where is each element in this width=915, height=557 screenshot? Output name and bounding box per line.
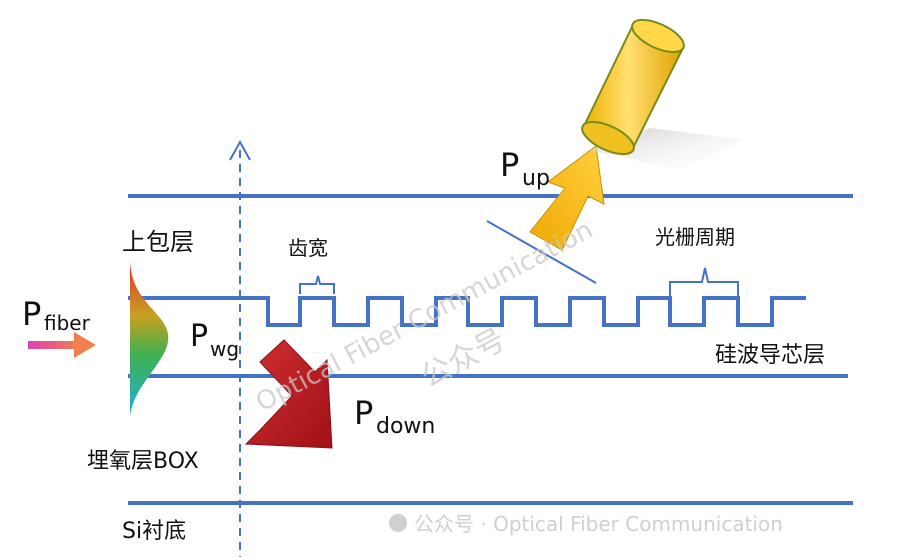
p-down-arrow: [244, 339, 333, 449]
reference-arrowhead: [229, 139, 251, 161]
grating-teeth-profile: [128, 296, 806, 327]
watermark-footer-text: 公众号 · Optical Fiber Communication: [414, 512, 783, 536]
tooth-width-label: 齿宽: [288, 236, 328, 260]
p-wg-label: P wg: [190, 319, 239, 361]
tooth-width-brace: [299, 275, 335, 294]
wechat-icon: [389, 514, 407, 532]
p-down-label: P down: [354, 394, 435, 439]
upper-cladding-label: 上包层: [122, 228, 194, 256]
p-up-main: P: [500, 146, 519, 184]
watermark-subtext: 公众号: [415, 322, 511, 395]
p-wg-main: P: [190, 319, 208, 354]
substrate-label: Si衬底: [122, 519, 186, 544]
grating-period-brace: [669, 267, 739, 296]
p-down-main: P: [354, 394, 373, 432]
p-wg-sub: wg: [210, 337, 239, 361]
p-down-sub: down: [376, 414, 435, 439]
p-fiber-main: P: [22, 295, 41, 333]
fiber-input-arrow-shaft: [28, 341, 80, 349]
watermark-footer: 公众号 · Optical Fiber Communication: [375, 505, 915, 545]
optical-fiber-icon: [581, 18, 685, 156]
fiber-input-arrow-head: [74, 332, 96, 358]
box-layer-label: 埋氧层BOX: [87, 449, 199, 474]
grating-period-label: 光栅周期: [655, 225, 735, 249]
normal-reference-line: [486, 220, 597, 284]
p-up-label: P up: [500, 146, 550, 191]
core-layer-label: 硅波导芯层: [715, 343, 825, 368]
p-up-sub: up: [522, 166, 550, 191]
fiber-mode-profile: [130, 262, 169, 416]
p-fiber-label: P fiber: [22, 295, 91, 335]
p-up-arrow: [529, 145, 605, 251]
p-fiber-sub: fiber: [44, 311, 91, 335]
